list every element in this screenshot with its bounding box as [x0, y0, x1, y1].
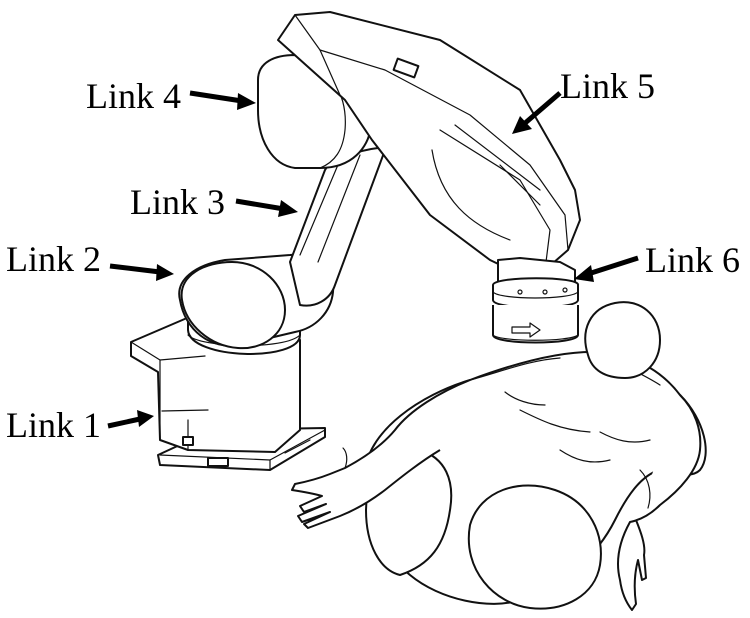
label-arrows — [107, 90, 639, 429]
arrow-link3 — [235, 198, 298, 217]
label-link1: Link 1 — [6, 405, 101, 445]
arrow-link6 — [574, 255, 639, 282]
robot-arm — [130, 11, 581, 471]
human-figure — [291, 301, 707, 611]
arrow-link2 — [109, 263, 174, 281]
arrow-link4 — [189, 90, 256, 110]
label-link5: Link 5 — [560, 66, 655, 106]
label-link4: Link 4 — [86, 76, 181, 116]
arrow-link1 — [107, 410, 154, 429]
label-link6: Link 6 — [645, 240, 740, 280]
label-link3: Link 3 — [130, 182, 225, 222]
arrow-link5 — [512, 91, 562, 134]
label-link2: Link 2 — [6, 239, 101, 279]
